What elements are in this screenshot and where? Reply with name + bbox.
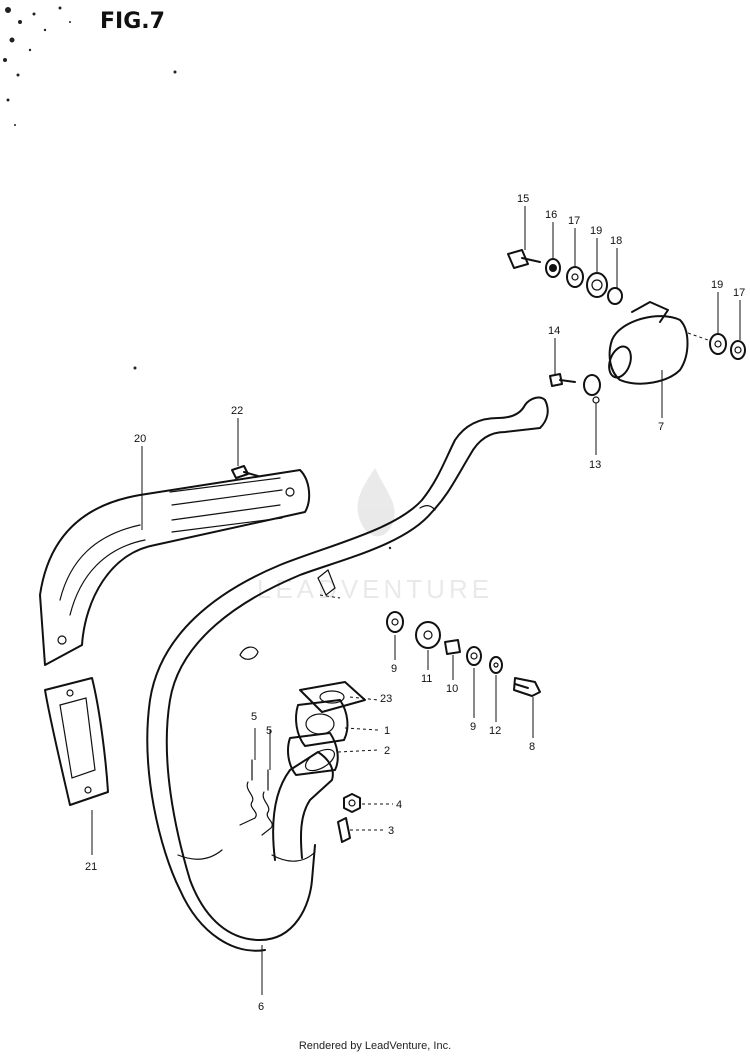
callout-5-left: 5 — [251, 711, 257, 723]
silencer-bolt-set — [507, 249, 746, 360]
heat-shield-upper — [39, 469, 311, 666]
callout-1: 1 — [384, 725, 390, 737]
nut — [343, 793, 361, 813]
silencer — [608, 301, 689, 385]
flange-gaskets — [287, 681, 366, 776]
callout-9-upper: 9 — [391, 663, 397, 675]
callout-4: 4 — [396, 799, 402, 811]
callout-21: 21 — [85, 861, 97, 873]
callout-19-top: 19 — [590, 225, 602, 237]
mount-hardware — [386, 611, 541, 697]
leader-lines — [91, 206, 741, 995]
clamp — [583, 374, 601, 404]
callout-3: 3 — [388, 825, 394, 837]
callout-16: 16 — [545, 209, 557, 221]
callout-2: 2 — [384, 745, 390, 757]
callout-20: 20 — [134, 433, 146, 445]
callout-6: 6 — [258, 1001, 264, 1013]
stud-bolt — [337, 817, 351, 843]
callout-17-top: 17 — [568, 215, 580, 227]
figure-title: FIG.7 — [100, 9, 165, 34]
callout-7: 7 — [658, 421, 664, 433]
callout-23: 23 — [380, 693, 392, 705]
footer-credit: Rendered by LeadVenture, Inc. — [298, 1040, 452, 1052]
callout-19-right: 19 — [711, 279, 723, 291]
callout-12: 12 — [489, 725, 501, 737]
callout-10: 10 — [446, 683, 458, 695]
callout-13: 13 — [589, 459, 601, 471]
watermark: LEADVENTURE — [257, 468, 493, 604]
callout-22: 22 — [231, 405, 243, 417]
callout-labels: 1 2 3 4 5 5 6 7 8 9 9 10 11 12 13 14 15 … — [85, 193, 745, 1013]
callout-5-right: 5 — [266, 725, 272, 737]
shield-bolt — [231, 465, 259, 479]
springs — [239, 759, 273, 836]
callout-17-right: 17 — [733, 287, 745, 299]
heat-shield-lower — [44, 677, 109, 806]
exhaust-pipe — [146, 396, 549, 952]
watermark-text: LEADVENTURE — [257, 574, 493, 604]
clamp-bolt — [549, 373, 576, 387]
callout-9-lower: 9 — [470, 721, 476, 733]
callout-15-top: 15 — [517, 193, 529, 205]
callout-14: 14 — [548, 325, 560, 337]
callout-11: 11 — [421, 673, 432, 685]
callout-18: 18 — [610, 235, 622, 247]
scan-noise — [3, 6, 392, 550]
callout-8: 8 — [529, 741, 535, 753]
